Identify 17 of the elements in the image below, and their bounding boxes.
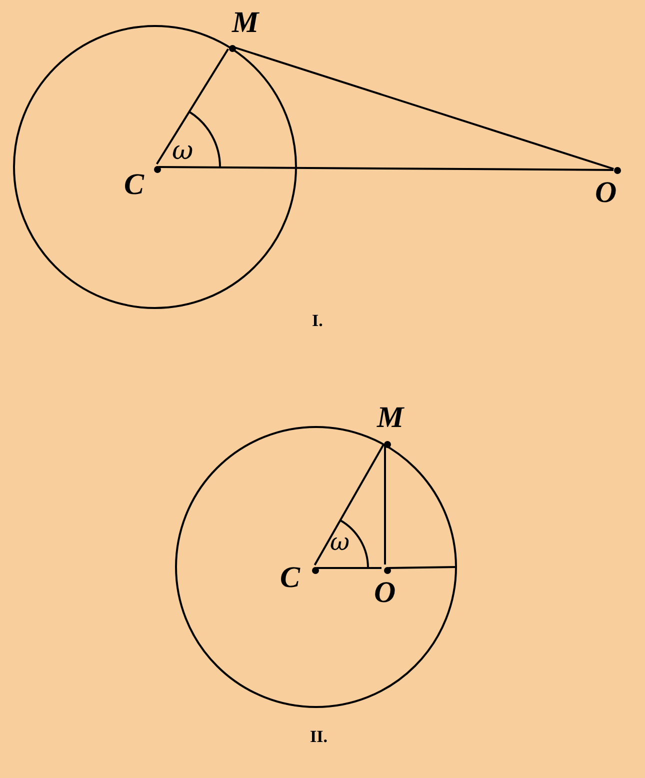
line-segment — [388, 566, 458, 569]
point-label: O — [374, 578, 396, 608]
line-segment — [156, 48, 229, 165]
line-segment — [316, 567, 382, 569]
line-segment — [384, 446, 386, 564]
point-label: M — [377, 403, 404, 433]
point-label: C — [280, 563, 300, 593]
line-segment — [158, 166, 614, 171]
point-label: M — [232, 8, 259, 38]
angle-label: ω — [172, 138, 194, 164]
line-segment — [314, 444, 384, 566]
point-label: O — [595, 178, 617, 208]
figure-caption: II. — [310, 728, 328, 745]
figure-caption: I. — [312, 312, 323, 329]
point-label: C — [124, 170, 144, 200]
angle-label: ω — [330, 530, 350, 554]
line-segment — [233, 46, 614, 170]
